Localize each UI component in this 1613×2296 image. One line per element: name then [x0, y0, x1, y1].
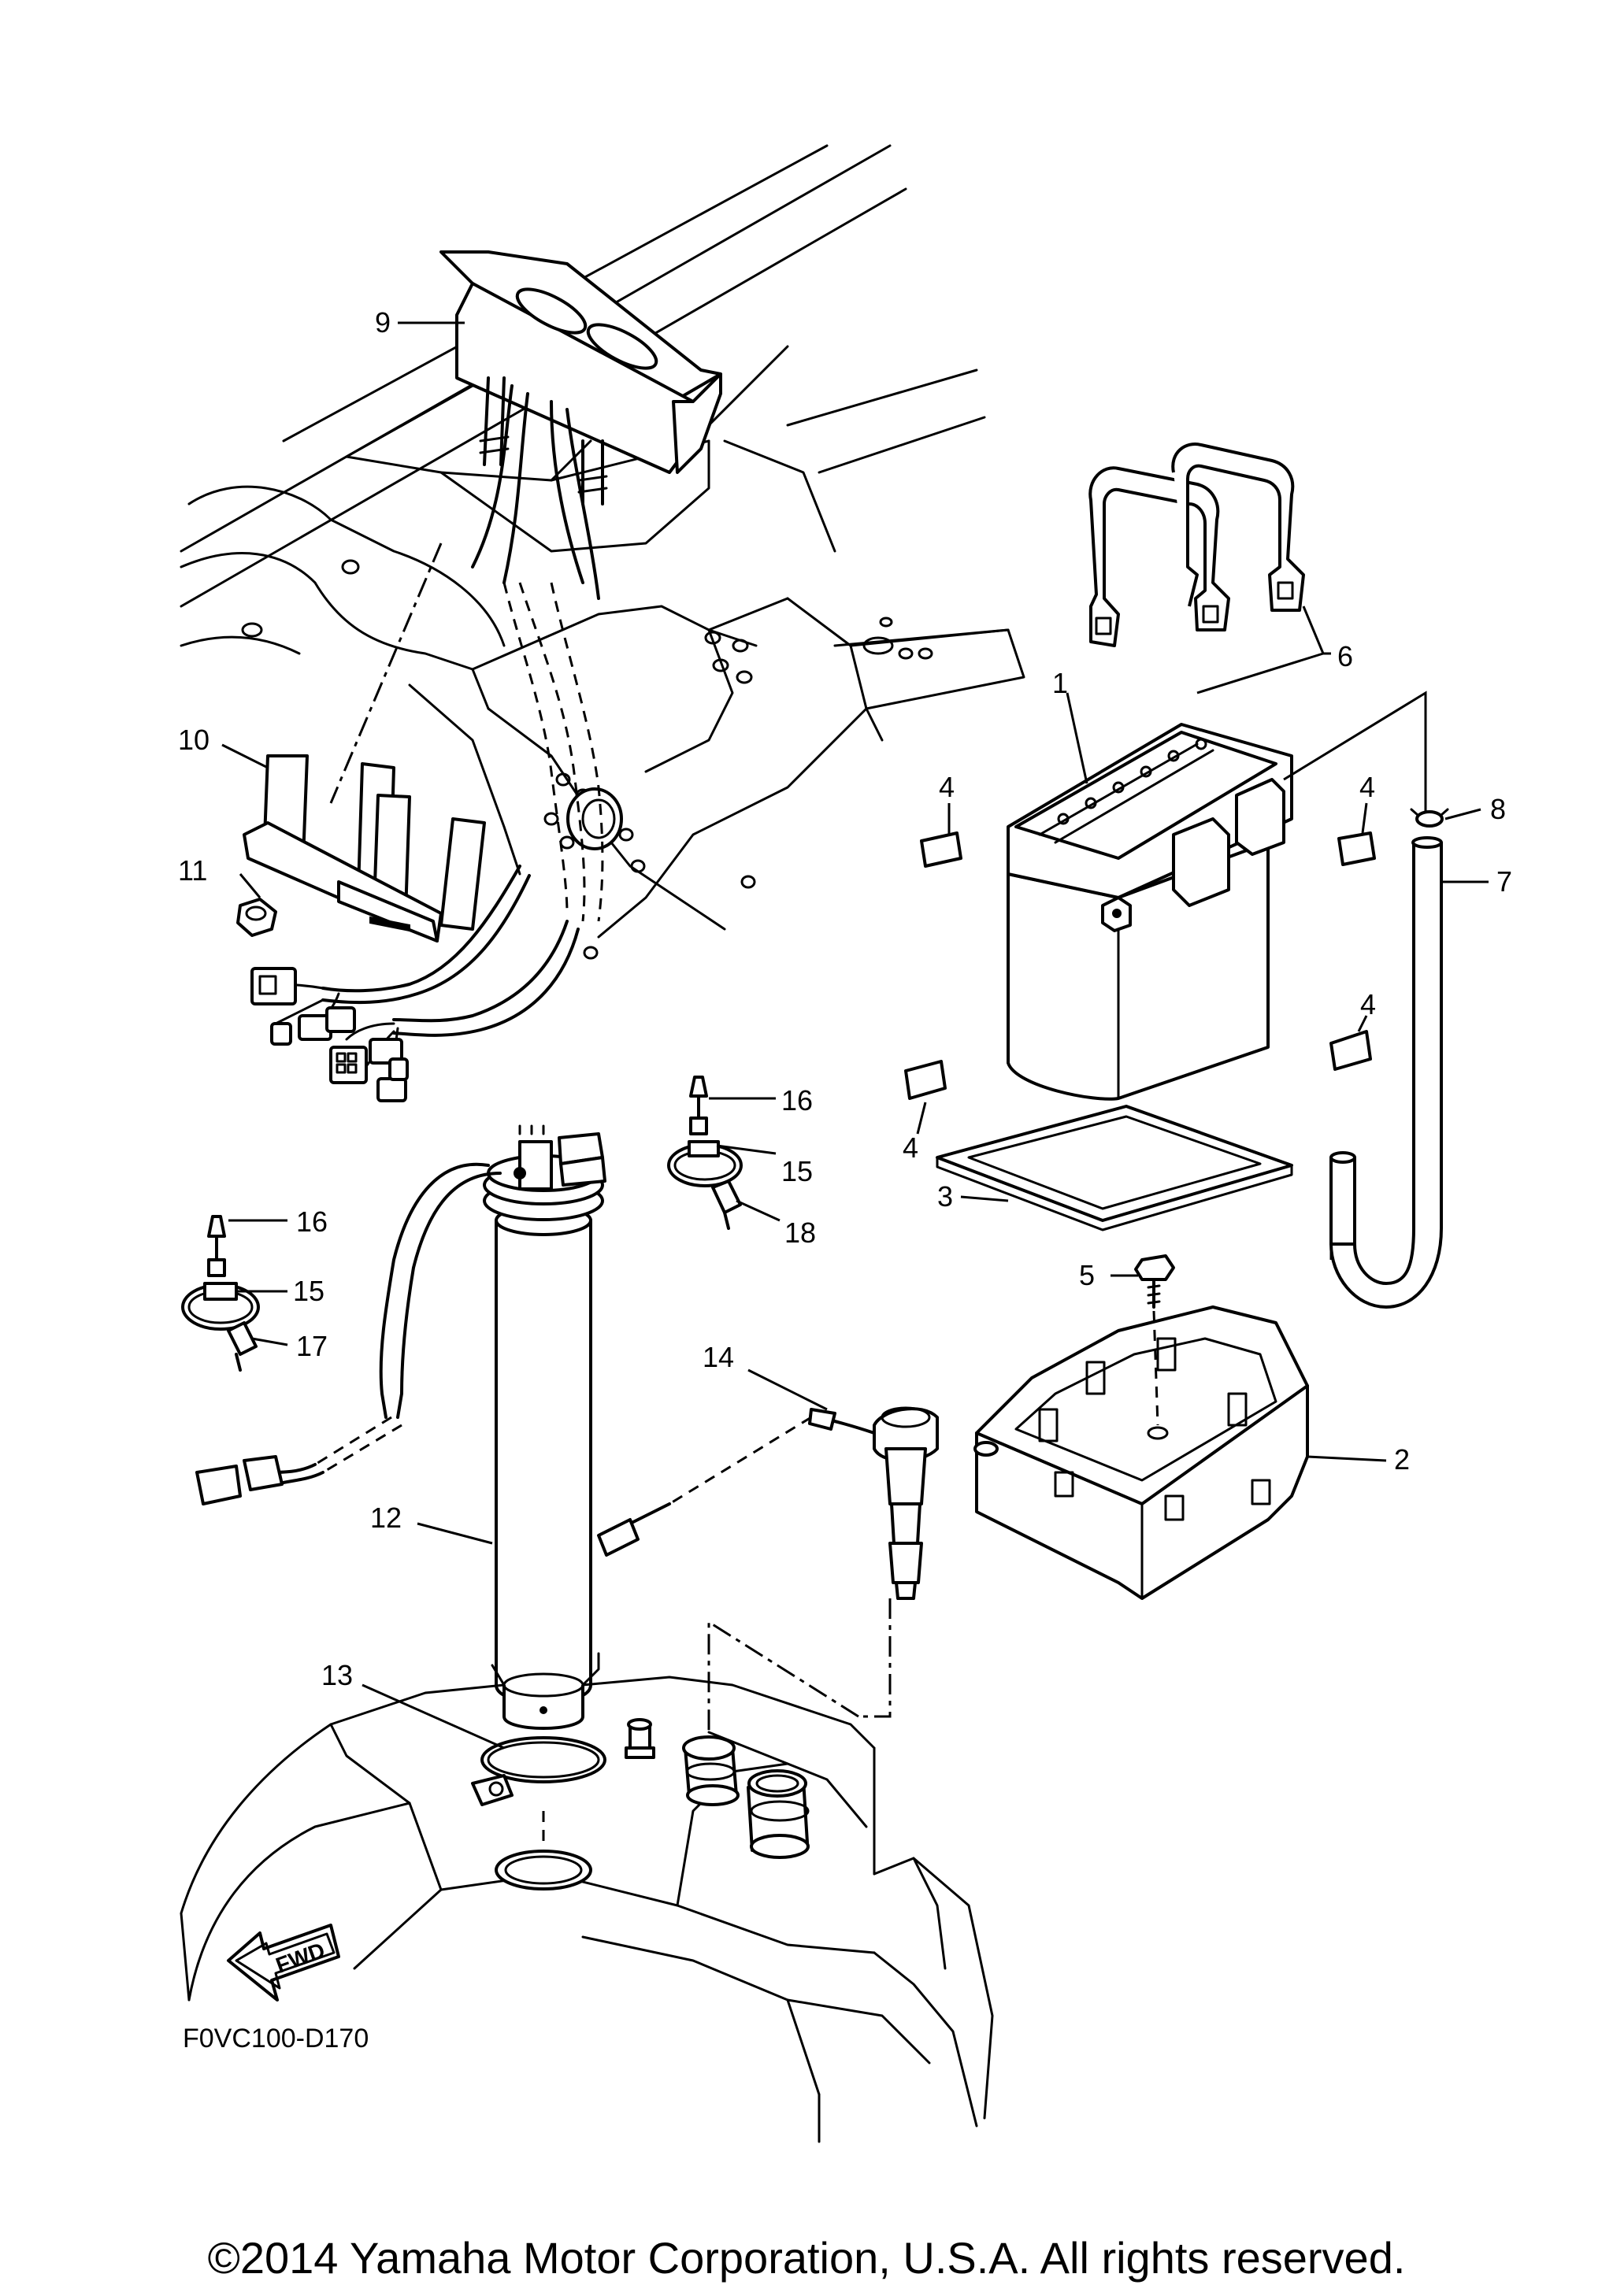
drawing-code: F0VC100-D170 — [183, 2024, 369, 2053]
battery-pads-4 — [904, 802, 1376, 1135]
callout-12: 12 — [370, 1502, 402, 1534]
callout-15-right: 15 — [781, 1155, 813, 1187]
callout-5: 5 — [1079, 1259, 1095, 1291]
clamp-13 — [362, 1683, 606, 1806]
callout-3: 3 — [937, 1180, 953, 1213]
clamp-left-15-16-17 — [181, 1215, 288, 1372]
callout-6: 6 — [1337, 640, 1353, 672]
callout-18: 18 — [784, 1217, 816, 1249]
callout-16-left: 16 — [296, 1205, 328, 1238]
copyright-notice: ©2014 Yamaha Motor Corporation, U.S.A. A… — [207, 2233, 1406, 2283]
callout-10: 10 — [178, 724, 210, 756]
callout-4-bottom-left: 4 — [903, 1131, 918, 1164]
callout-8: 8 — [1490, 793, 1506, 825]
battery-box-2 — [973, 1305, 1387, 1600]
bracket-10 — [243, 754, 486, 942]
callout-2: 2 — [1394, 1443, 1410, 1476]
leader-10 — [221, 743, 269, 769]
callout-4-top-right: 4 — [1359, 771, 1375, 803]
hose-clip-8 — [1410, 808, 1481, 828]
clamp-right-15-16-18 — [667, 1076, 781, 1230]
callout-7: 7 — [1496, 865, 1512, 898]
battery-1 — [1007, 691, 1427, 1101]
callout-11: 11 — [178, 854, 207, 887]
callout-4-bottom-right: 4 — [1360, 988, 1376, 1020]
callout-17: 17 — [296, 1330, 328, 1362]
level-sensor-14 — [597, 1368, 939, 1732]
callout-9: 9 — [375, 306, 391, 339]
callout-14: 14 — [703, 1341, 734, 1373]
meter-assembly-9 — [329, 250, 722, 922]
callout-1: 1 — [1052, 667, 1068, 699]
callout-4-top-left: 4 — [939, 771, 955, 803]
battery-band-6 — [1088, 443, 1331, 694]
callout-labels: 1 2 3 4 4 4 4 5 6 7 8 9 10 11 12 13 14 1… — [178, 306, 1512, 1691]
callout-13: 13 — [321, 1659, 353, 1691]
fuel-sender-12 — [195, 1124, 606, 1730]
fuel-tank — [180, 1652, 994, 2143]
callout-15-left: 15 — [293, 1275, 324, 1307]
chassis-frame — [180, 144, 1025, 960]
wire-harness — [250, 865, 580, 1102]
nut-11 — [236, 873, 277, 937]
forward-direction-arrow: FWD — [227, 1924, 340, 2002]
bolt-5 — [1111, 1254, 1175, 1426]
battery-sheet-3 — [936, 1105, 1293, 1231]
breather-hose-7 — [1329, 836, 1489, 1309]
callout-16-right: 16 — [781, 1084, 813, 1117]
